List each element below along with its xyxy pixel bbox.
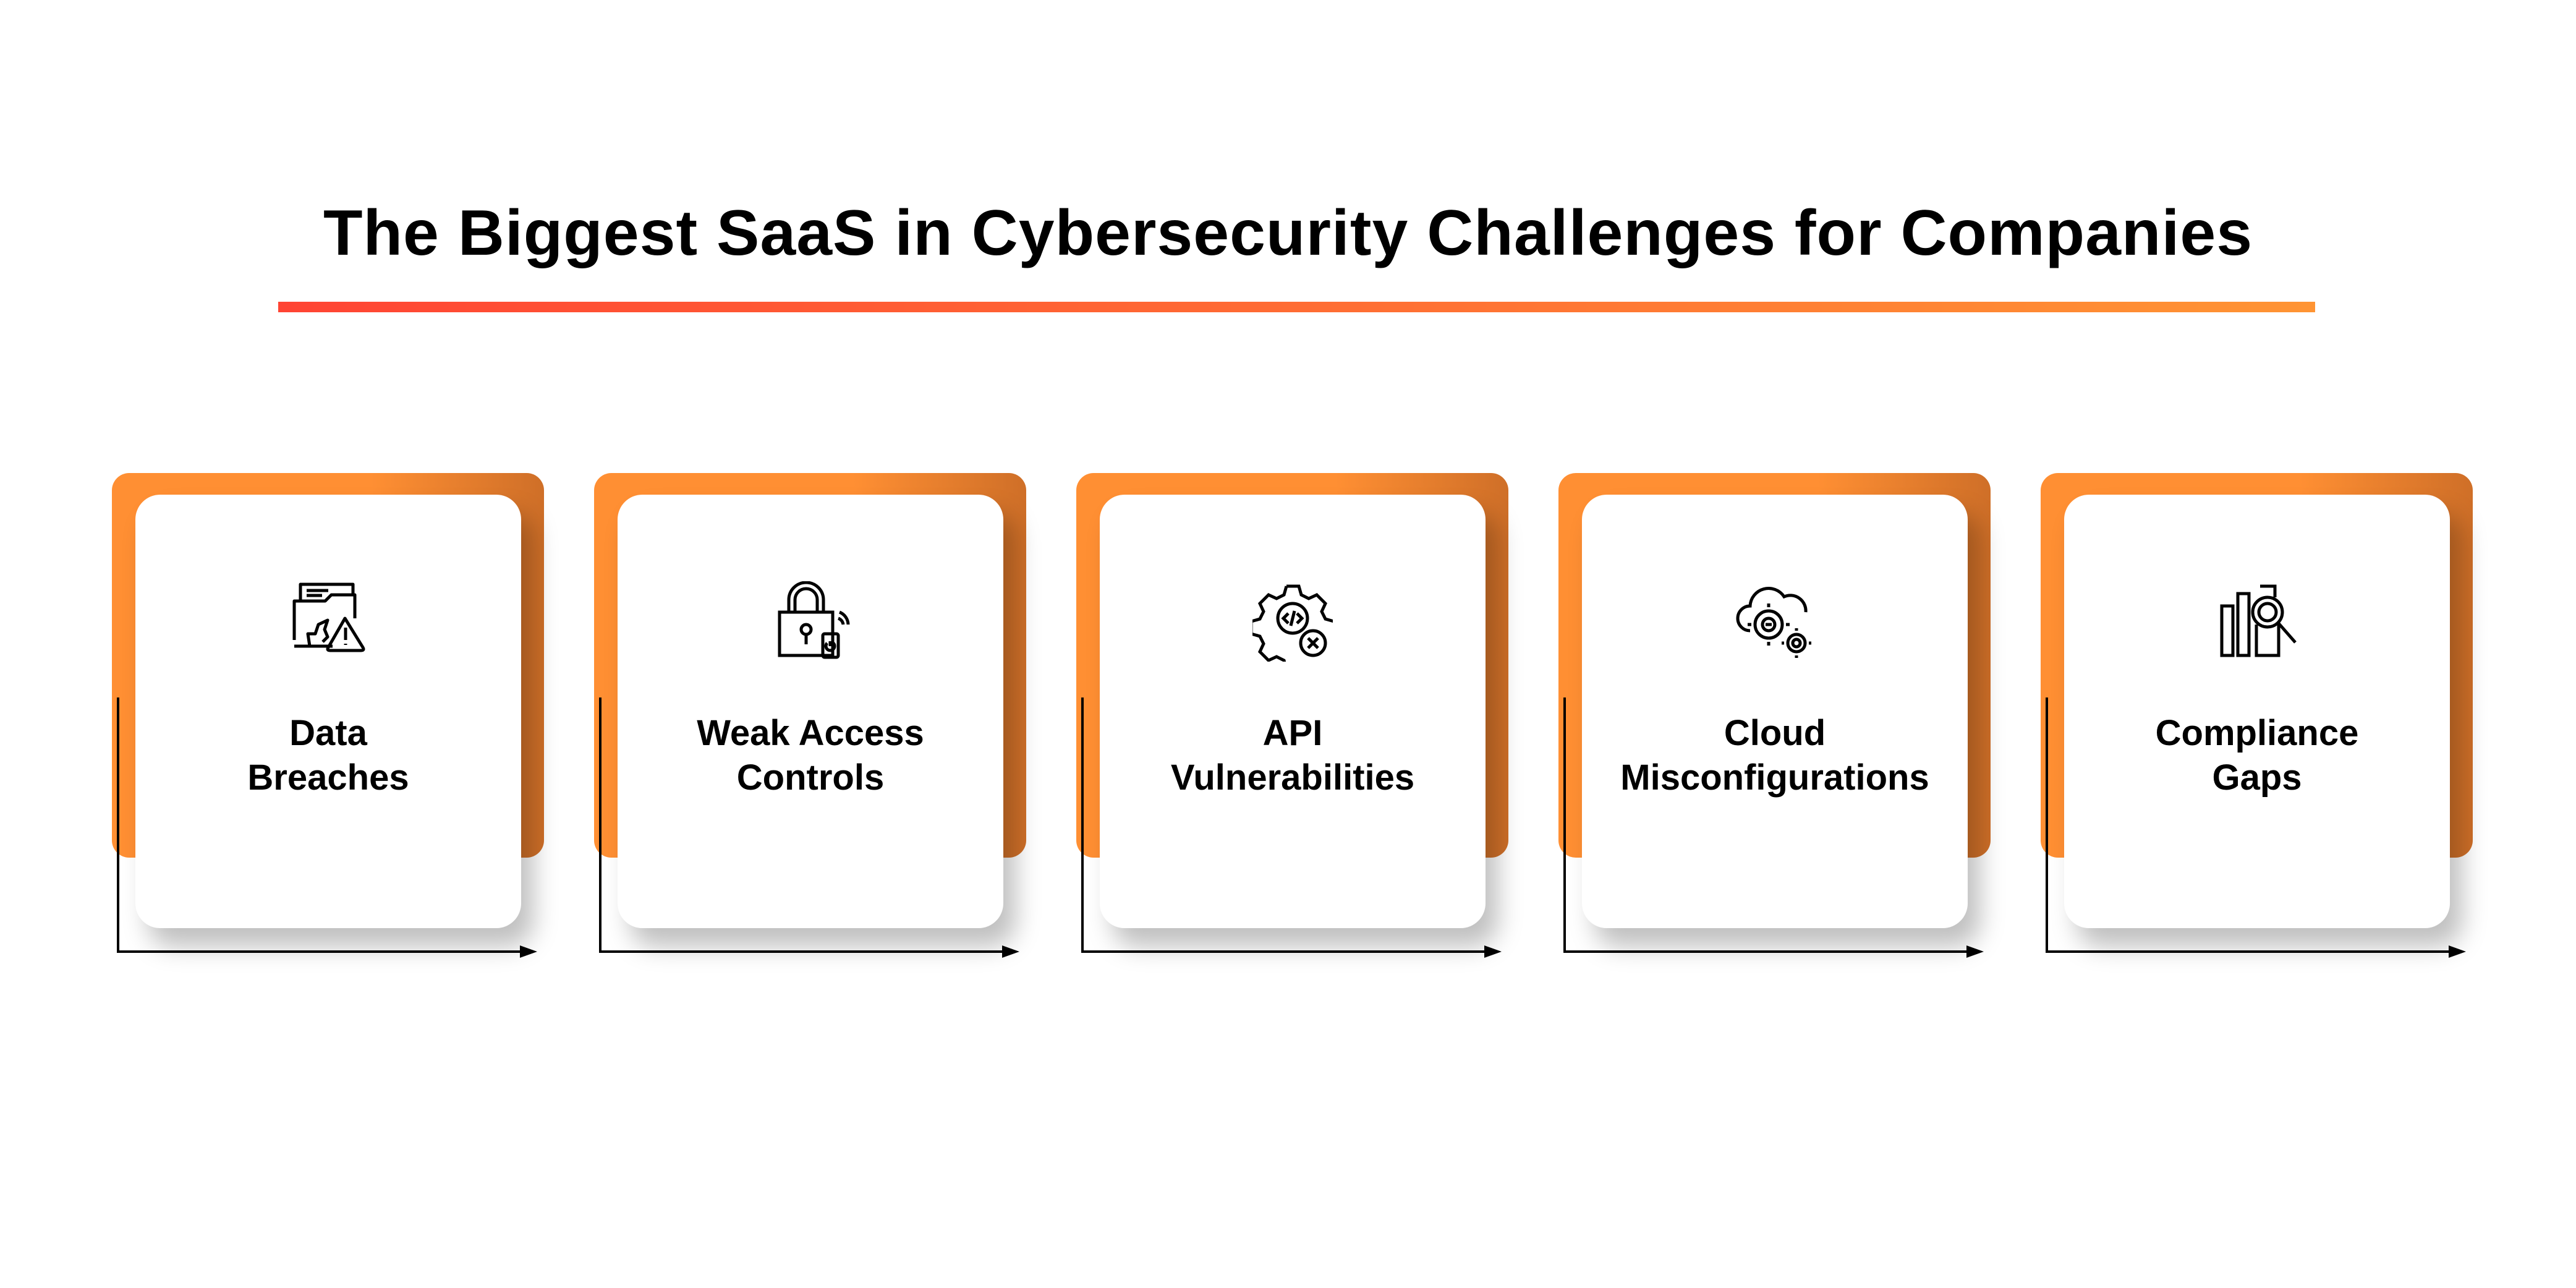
card-label-line1: Weak Access <box>697 713 924 753</box>
connector-line <box>599 697 601 953</box>
arrow-right-icon <box>520 945 537 958</box>
connector-line <box>117 697 119 953</box>
arrow-right-icon <box>1966 945 1984 958</box>
connector-line <box>1081 950 1489 953</box>
cloud-gears-icon <box>1735 581 1815 662</box>
gear-code-bug-icon <box>1249 581 1335 671</box>
card-label-line2: Gaps <box>2212 757 2302 798</box>
page-title: The Biggest SaaS in Cybersecurity Challe… <box>323 197 2253 269</box>
arrow-right-icon <box>2449 945 2466 958</box>
card-label-line2: Vulnerabilities <box>1170 757 1415 798</box>
connector-line <box>1563 697 1566 953</box>
connector-line <box>1081 697 1084 953</box>
folder-breach-warning-icon <box>288 581 368 662</box>
card-label-line1: Cloud <box>1724 713 1826 753</box>
bars-magnifier-icon <box>2217 581 2297 662</box>
card-label-line1: Data <box>289 713 367 753</box>
connector-line <box>1563 950 1971 953</box>
arrow-right-icon <box>1002 945 1019 958</box>
card-label-line1: Compliance <box>2155 713 2359 753</box>
card-label-line2: Breaches <box>247 757 409 798</box>
connector-line <box>599 950 1007 953</box>
connector-line <box>117 950 525 953</box>
card-label-line2: Controls <box>736 757 885 798</box>
card-label-line2: Misconfigurations <box>1620 757 1929 798</box>
connector-line <box>2046 950 2454 953</box>
connector-line <box>2046 697 2048 953</box>
arrow-right-icon <box>1484 945 1502 958</box>
card-label-line1: API <box>1262 713 1323 753</box>
title-underline <box>278 302 2315 312</box>
padlock-power-icon <box>770 581 851 662</box>
